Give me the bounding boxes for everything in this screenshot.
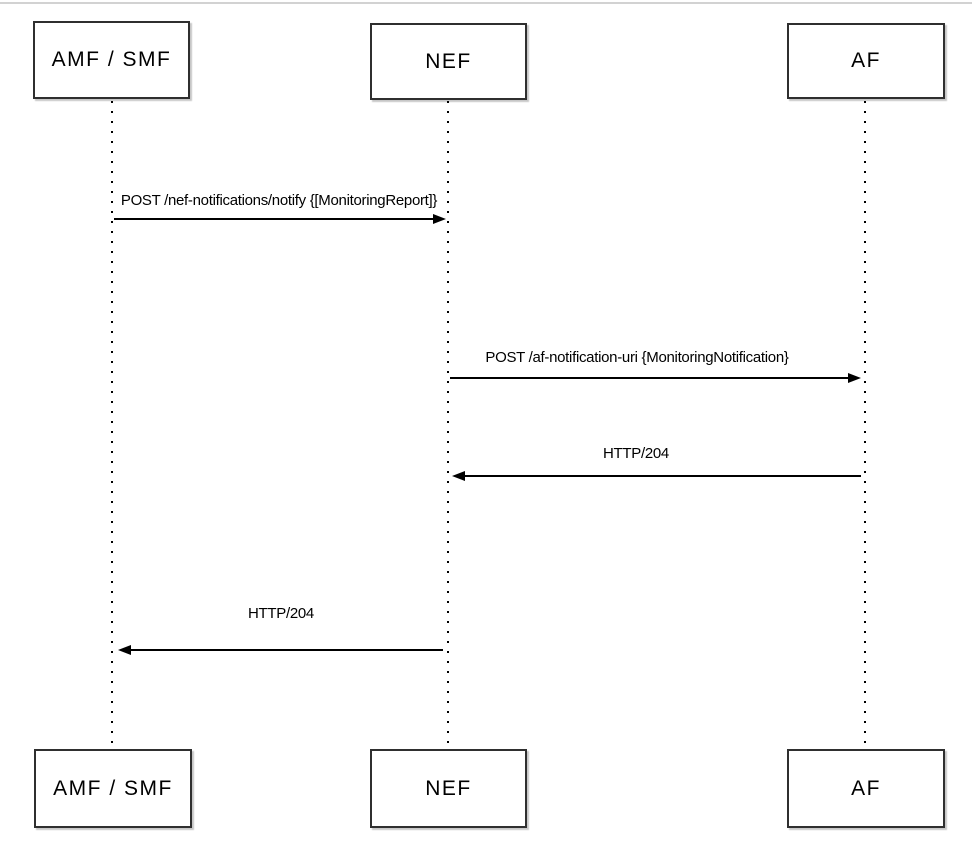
message-label-http-204-nef-to-amf: HTTP/204 (248, 605, 314, 622)
lifeline-nef (447, 101, 449, 749)
message-arrow-amf-to-nef (114, 218, 434, 220)
actor-box-af-bottom: AF (787, 749, 945, 828)
actor-label-amf-smf: AMF / SMF (53, 776, 173, 800)
actor-box-amf-smf-bottom: AMF / SMF (34, 749, 192, 828)
actor-box-af-top: AF (787, 23, 945, 99)
actor-label-nef: NEF (425, 776, 472, 800)
actor-label-af: AF (851, 776, 881, 800)
actor-box-nef-top: NEF (370, 23, 527, 100)
actor-label-af: AF (851, 49, 881, 72)
actor-label-nef: NEF (425, 49, 472, 73)
actor-box-nef-bottom: NEF (370, 749, 527, 828)
message-label-post-nef-notifications: POST /nef-notifications/notify {[Monitor… (120, 192, 438, 209)
message-arrow-nef-to-af (450, 377, 849, 379)
actor-label-amf-smf: AMF / SMF (51, 48, 172, 71)
window-top-border (0, 2, 972, 4)
arrowhead-left-icon (452, 471, 465, 481)
arrowhead-right-icon (848, 373, 861, 383)
lifeline-af (864, 101, 866, 749)
message-arrow-af-to-nef (464, 475, 861, 477)
message-label-http-204-af-to-nef: HTTP/204 (603, 445, 669, 462)
message-arrow-nef-to-amf (131, 649, 443, 651)
arrowhead-right-icon (433, 214, 446, 224)
lifeline-amf-smf (111, 101, 113, 749)
arrowhead-left-icon (118, 645, 131, 655)
message-label-post-af-notification-uri: POST /af-notification-uri {MonitoringNot… (485, 349, 789, 366)
actor-box-amf-smf-top: AMF / SMF (33, 21, 190, 99)
